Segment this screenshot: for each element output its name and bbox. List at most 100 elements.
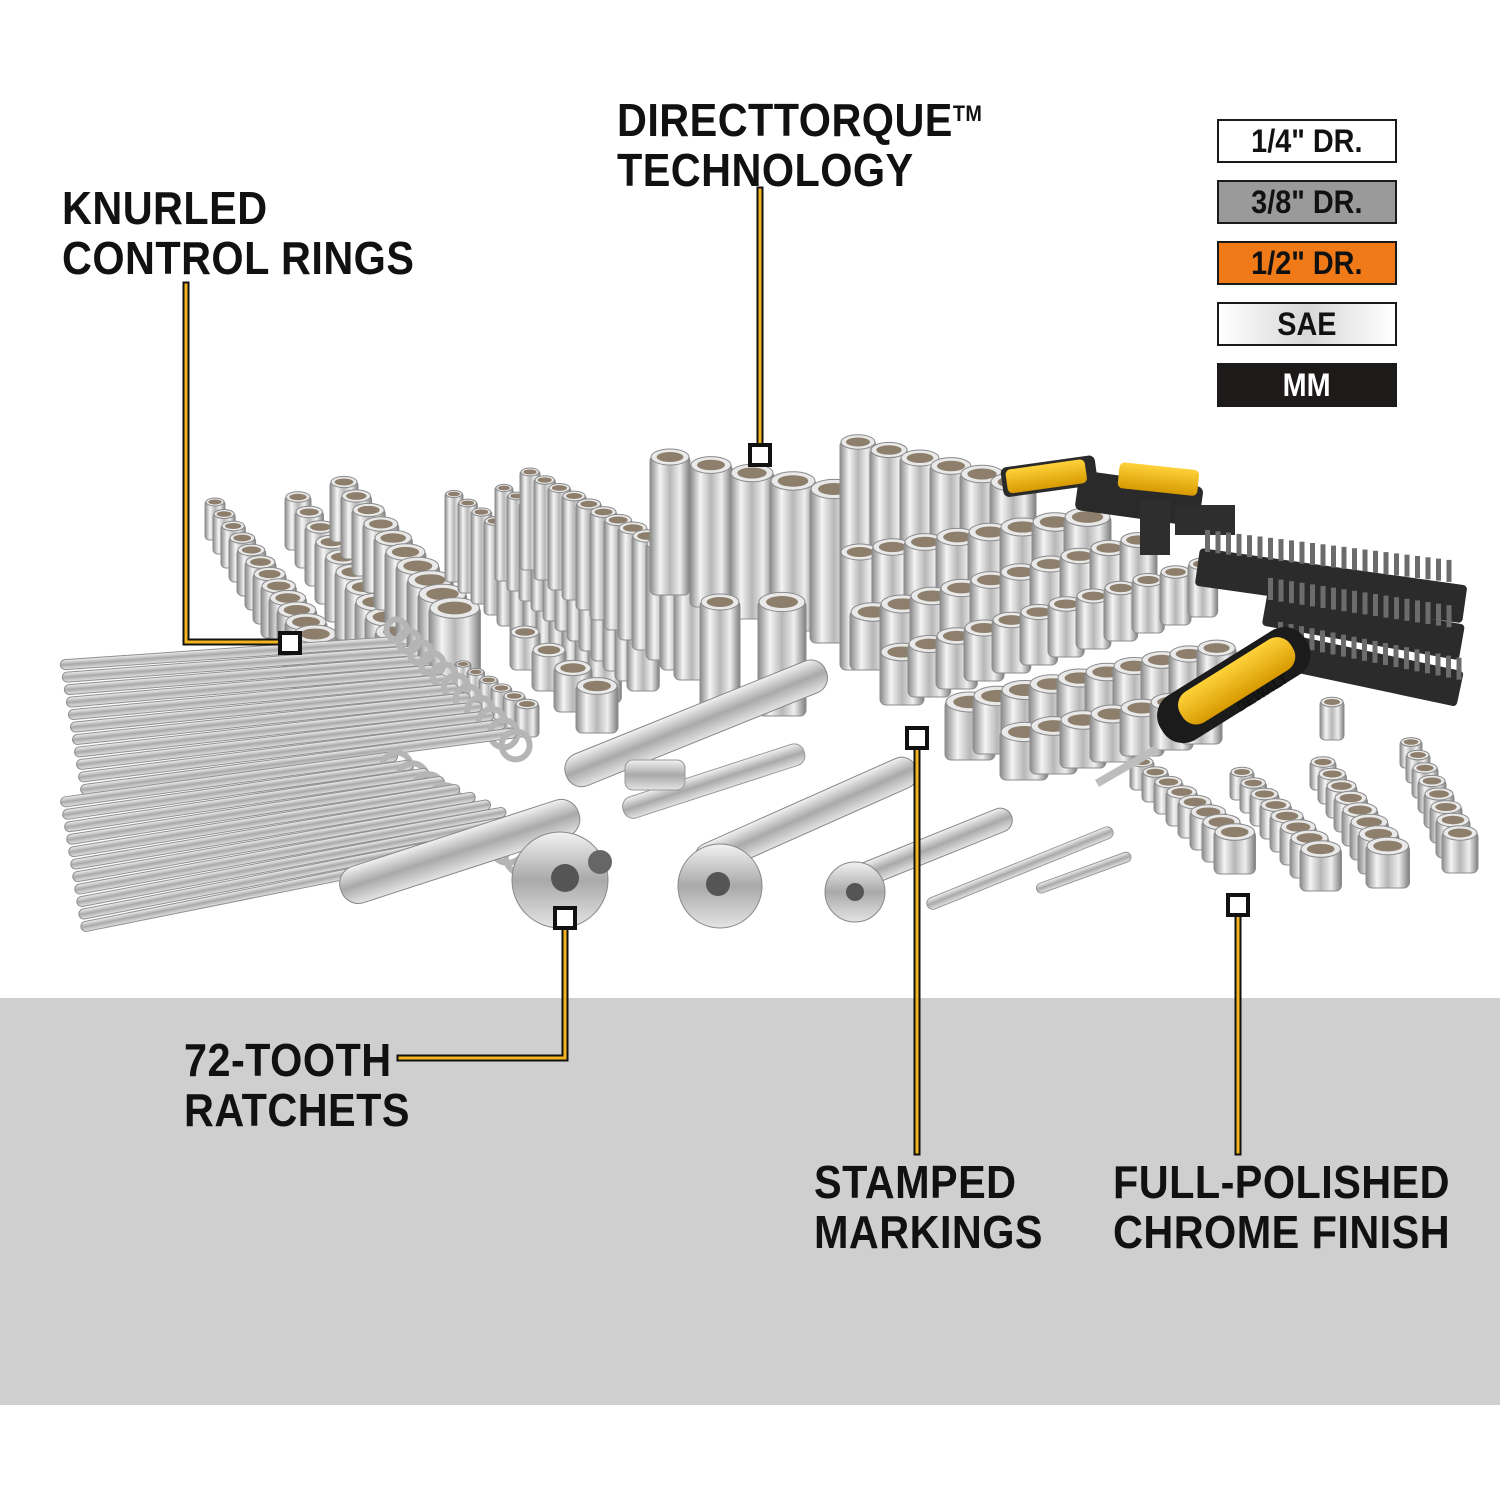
driver-bit [1320, 586, 1326, 608]
driver-bit [1226, 532, 1231, 555]
driver-bit [1236, 533, 1242, 556]
driver-bit [1436, 558, 1441, 581]
driver-bit [1278, 539, 1284, 562]
driver-bit [1257, 536, 1263, 559]
callout-knurled-line2: CONTROL RINGS [62, 232, 415, 284]
callout-directtorque-line1: DIRECTTORQUE [617, 94, 953, 146]
driver-bit [1394, 553, 1399, 576]
socket [1131, 573, 1165, 634]
driver-bit [1330, 632, 1336, 655]
callout-chrome-line2: CHROME FINISH [1113, 1206, 1451, 1258]
driver-bit [1404, 647, 1409, 670]
socket-rows [204, 434, 1479, 892]
driver-bit [1299, 541, 1305, 564]
legend-item-quarter-drive: 1/4" DR. [1217, 119, 1397, 163]
driver-bit [1383, 643, 1388, 665]
socket [1441, 825, 1479, 874]
driver-bit [1341, 589, 1347, 612]
legend-label: 3/8" DR. [1251, 183, 1363, 220]
driver-bit [1247, 535, 1252, 558]
driver-bit [1446, 605, 1452, 628]
driver-bit [1373, 550, 1378, 573]
callout-ratchets-line1: 72-TOOTH [184, 1034, 392, 1086]
driver-bit [1268, 578, 1273, 600]
driver-bit [1383, 552, 1389, 575]
driver-bit [1414, 649, 1420, 672]
driver-bit [1373, 594, 1378, 616]
socket [1159, 565, 1192, 626]
callout-chrome-line1: FULL-POLISHED [1113, 1156, 1451, 1208]
driver-bit [1436, 603, 1441, 626]
driver-bit [1404, 554, 1410, 577]
driver-bit [1299, 582, 1305, 605]
callout-knurled-line1: KNURLED [62, 182, 268, 234]
callout-ratchets-line2: RATCHETS [184, 1084, 410, 1136]
screwdriver: DEWALT [1095, 626, 1311, 787]
driver-bit [1278, 579, 1284, 602]
driver-bit [1372, 640, 1378, 663]
driver-bit [1351, 636, 1357, 659]
driver-bit [1425, 557, 1431, 580]
driver-bit [1425, 602, 1431, 624]
driver-bit [1415, 556, 1420, 578]
socket [1365, 836, 1410, 889]
legend-label: MM [1283, 366, 1331, 403]
socket [1213, 823, 1256, 875]
legend-item-mm: MM [1217, 363, 1397, 407]
driver-bit [1425, 651, 1430, 674]
callout-chrome: FULL-POLISHED CHROME FINISH [1113, 1157, 1450, 1257]
bit-holders [1195, 530, 1467, 706]
socket [514, 698, 540, 738]
driver-bit [1310, 584, 1315, 607]
hex-key-set [1000, 455, 1235, 555]
callout-stamped-line2: MARKINGS [814, 1206, 1044, 1258]
driver-bit [1393, 645, 1399, 668]
floor-band [0, 998, 1500, 1405]
socket [729, 463, 775, 620]
leader-lines [182, 186, 1250, 1156]
driver-bit [1341, 546, 1347, 569]
driver-bit [1289, 581, 1294, 604]
driver-bit [1362, 592, 1368, 615]
driver-bit [1331, 545, 1336, 568]
callout-stamped: STAMPED MARKINGS [814, 1157, 1043, 1257]
driver-bit [1352, 548, 1357, 571]
ratchets [339, 659, 1132, 929]
driver-bit [1352, 590, 1357, 613]
driver-bit [1362, 638, 1367, 661]
driver-bit [1435, 653, 1441, 676]
driver-bit [1331, 587, 1336, 610]
bottom-margin [0, 1405, 1500, 1500]
socket [699, 593, 741, 711]
legend-label: SAE [1277, 305, 1337, 342]
callout-directtorque: DIRECTTORQUETM TECHNOLOGY [617, 95, 982, 195]
driver-bit [1446, 559, 1452, 582]
driver-bit [1341, 634, 1346, 657]
socket [1319, 696, 1345, 741]
legend-label: 1/4" DR. [1251, 122, 1363, 159]
legend-item-sae: SAE [1217, 302, 1397, 346]
socket [689, 456, 733, 608]
driver-bit [1320, 544, 1326, 567]
socket [575, 677, 619, 734]
driver-bit [1268, 537, 1273, 560]
callout-ratchets: 72-TOOTH RATCHETS [184, 1035, 410, 1135]
driver-bit [1205, 530, 1210, 552]
callout-knurled: KNURLED CONTROL RINGS [62, 183, 414, 283]
callout-stamped-line1: STAMPED [814, 1156, 1017, 1208]
driver-bit [1415, 600, 1420, 623]
driver-bit [1446, 655, 1451, 678]
legend: 1/4" DR. 3/8" DR. 1/2" DR. SAE MM [1217, 119, 1397, 424]
combination-wrenches [59, 616, 577, 932]
driver-bit [1394, 597, 1399, 620]
legend-item-three-eighths-drive: 3/8" DR. [1217, 180, 1397, 224]
trademark-mark: TM [952, 101, 983, 126]
hand-tools: DEWALT [59, 455, 1467, 932]
legend-label: 1/2" DR. [1251, 244, 1363, 281]
driver-bit [1310, 543, 1315, 565]
driver-bit [1309, 628, 1315, 651]
wrench [80, 727, 533, 795]
driver-bit [1404, 598, 1410, 621]
driver-bit [1456, 657, 1462, 680]
